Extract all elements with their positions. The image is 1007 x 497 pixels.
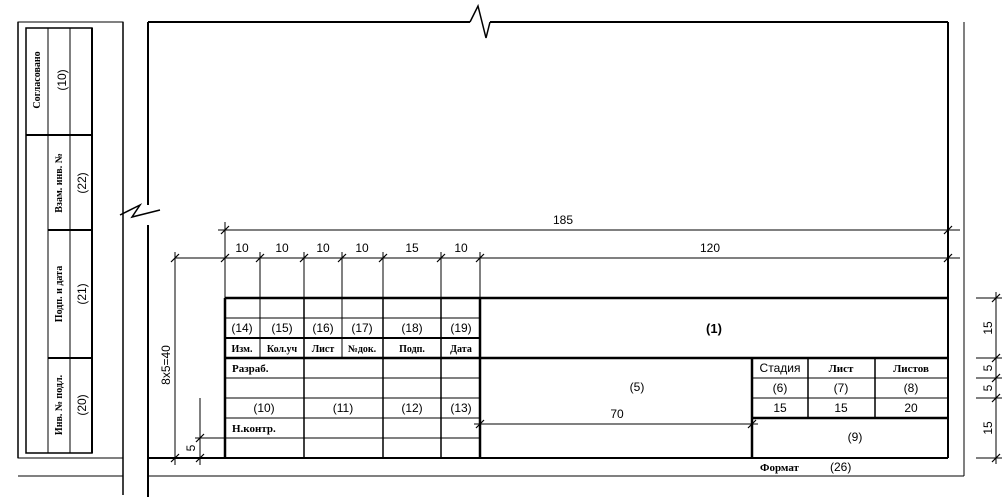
dim-col-6: 10 — [454, 241, 468, 255]
ref-5: (5) — [630, 380, 645, 394]
main-frame — [18, 3, 965, 497]
inv-replace-ref: (22) — [75, 172, 89, 193]
col-ref-17: (17) — [351, 321, 372, 335]
ref-6: (6) — [773, 381, 788, 395]
dim-right-width: 120 — [700, 241, 720, 255]
dim-height-total: 8x5=40 — [159, 345, 173, 385]
dim-col-2: 10 — [275, 241, 289, 255]
title-block-labels: (14) (15) (16) (17) (18) (19) Изм. Кол.у… — [231, 321, 929, 474]
dim-col-4: 10 — [355, 241, 369, 255]
dim-row-height: 5 — [184, 444, 198, 451]
side-block — [17, 21, 124, 495]
dim-total-width: 185 — [553, 213, 573, 227]
format-ref: (26) — [830, 460, 851, 474]
col-ref-19: (19) — [450, 321, 471, 335]
sheets-label: Листов — [893, 363, 929, 375]
col-header-doc: №док. — [348, 344, 377, 355]
ref-8: (8) — [904, 381, 919, 395]
inv-orig-label: Инв. № подл. — [54, 374, 65, 435]
col-ref-16: (16) — [312, 321, 333, 335]
inv-orig-ref: (20) — [75, 394, 89, 415]
ref-1: (1) — [706, 321, 722, 336]
col-header-count: Кол.уч — [267, 344, 298, 355]
dim-right-h3: 5 — [981, 384, 995, 391]
dim-col-1: 10 — [235, 241, 249, 255]
ref-12: (12) — [401, 401, 422, 415]
dim-inner-width: 70 — [610, 407, 624, 421]
side-block-labels: Согласовано (10) Взам. инв. № (22) Подп.… — [32, 51, 89, 435]
dim-right-h4: 15 — [981, 421, 995, 435]
break-symbol-top — [469, 3, 491, 39]
width-stage: 15 — [773, 401, 787, 415]
format-label: Формат — [760, 462, 800, 474]
ref-13: (13) — [450, 401, 471, 415]
break-symbol-left — [119, 203, 161, 219]
col-ref-15: (15) — [271, 321, 292, 335]
agreed-label: Согласовано — [32, 51, 43, 108]
ref-9: (9) — [848, 430, 863, 444]
dim-right-h1: 15 — [981, 321, 995, 335]
dim-col-5: 15 — [405, 241, 419, 255]
dim-right-h2: 5 — [981, 364, 995, 371]
dim-col-3: 10 — [316, 241, 330, 255]
sign-date-ref: (21) — [75, 283, 89, 304]
width-sheet: 15 — [834, 401, 848, 415]
col-header-sheet: Лист — [312, 344, 335, 355]
ref-10: (10) — [253, 401, 274, 415]
designed-label: Разраб. — [232, 363, 269, 375]
stage-label: Стадия — [760, 361, 801, 375]
width-sheets: 20 — [904, 401, 918, 415]
dimension-labels: 185 10 10 10 10 15 10 120 8x5=40 5 70 15… — [159, 213, 995, 451]
col-header-sign: Подп. — [399, 344, 425, 355]
ref-11: (11) — [333, 401, 353, 415]
col-ref-14: (14) — [231, 321, 252, 335]
sign-date-label: Подп. и дата — [54, 266, 65, 322]
norm-control-label: Н.контр. — [232, 423, 276, 435]
sheet-label: Лист — [829, 363, 854, 375]
title-block-grid — [223, 296, 948, 458]
col-header-change: Изм. — [232, 344, 253, 355]
agreed-ref: (10) — [55, 69, 69, 90]
dimension-lines — [168, 222, 1002, 465]
inv-replace-label: Взам. инв. № — [54, 153, 65, 212]
col-ref-18: (18) — [401, 321, 422, 335]
col-header-date: Дата — [450, 344, 472, 355]
ref-7: (7) — [834, 381, 849, 395]
